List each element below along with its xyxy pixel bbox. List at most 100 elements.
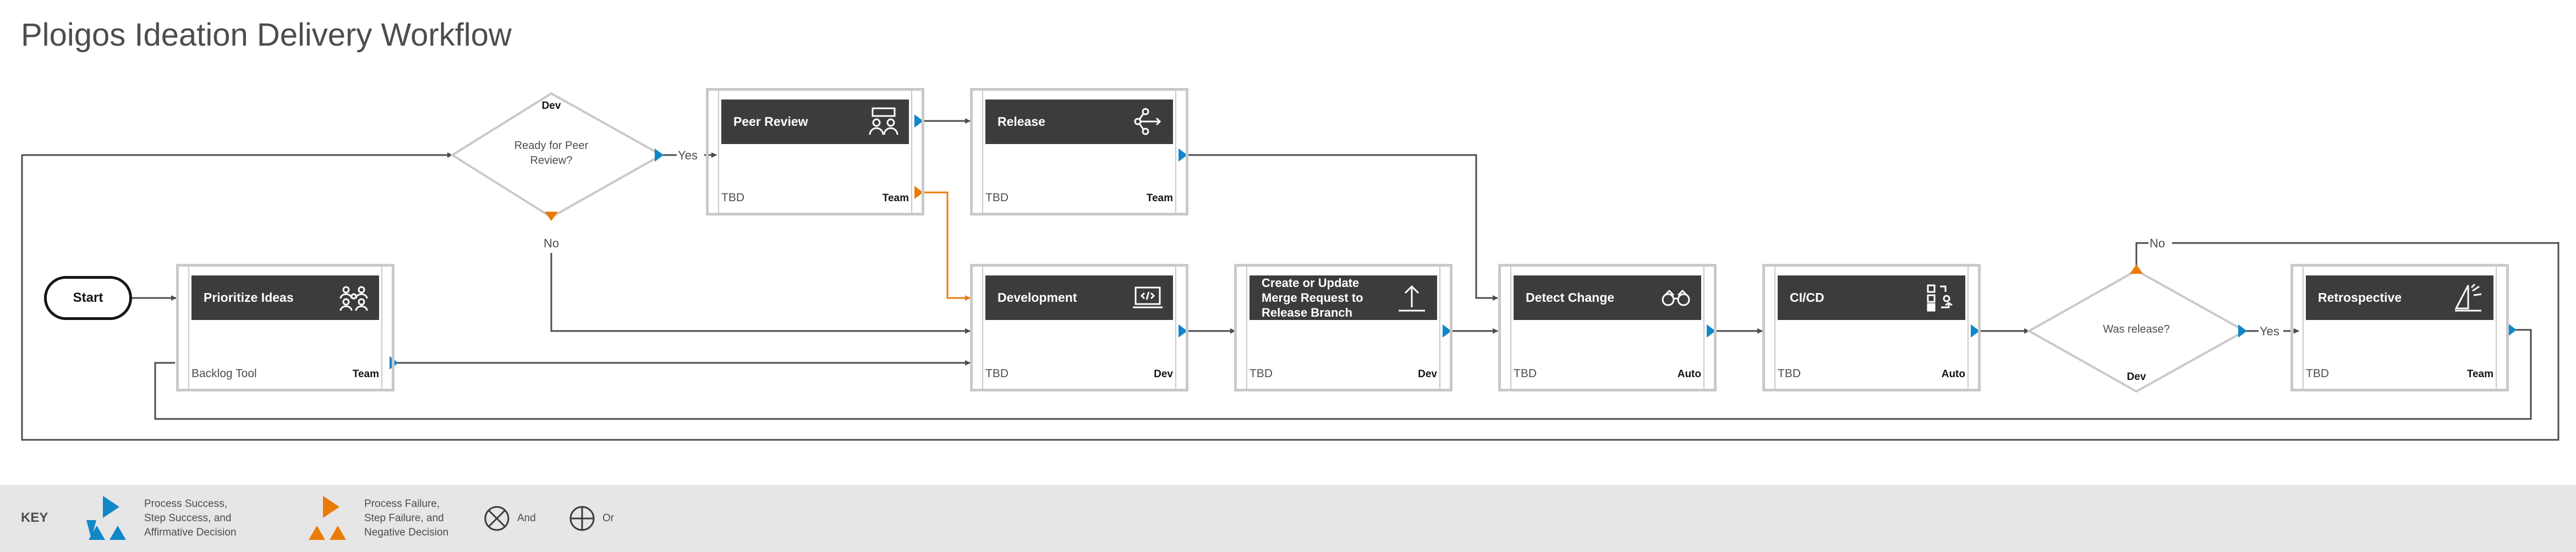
step-role: Team	[1146, 192, 1173, 204]
step-role: Auto	[1941, 368, 1965, 380]
or-key-icon	[569, 506, 595, 531]
people-group-icon	[339, 286, 368, 311]
step-inner-frame	[982, 88, 1176, 216]
step-role: Dev	[1154, 368, 1173, 380]
step-inner-frame	[1510, 264, 1704, 391]
success-marker	[1443, 324, 1451, 338]
step-header: Prioritize Ideas	[191, 275, 379, 320]
decision-no-ready: No	[544, 236, 560, 250]
failure-key-text: Process Failure, Step Failure, and Negat…	[364, 498, 449, 538]
decision-question-was-release: Was release?	[2103, 323, 2170, 335]
step-role: Dev	[1418, 368, 1437, 380]
step-inner-frame	[982, 264, 1176, 391]
success-marker	[1707, 324, 1715, 338]
step-inner-frame	[1246, 264, 1440, 391]
connector-ready-no	[550, 253, 971, 334]
step-role: Team	[882, 192, 909, 204]
step-tool: TBD	[985, 367, 1009, 380]
success-key-icon	[86, 496, 126, 540]
success-marker	[1179, 324, 1187, 338]
connector-release-detect	[1184, 154, 1498, 301]
and-key-text: And	[517, 512, 536, 524]
step-frame	[706, 88, 924, 216]
step-title: Development	[997, 290, 1077, 305]
step-title: Peer Review	[733, 114, 808, 129]
success-marker	[1179, 148, 1187, 162]
step-title: Retrospective	[2318, 290, 2402, 305]
step-header: CI/CD	[1778, 275, 1965, 320]
step-role: Auto	[1677, 368, 1701, 380]
sail-icon	[2454, 283, 2482, 312]
connector-outer-return	[21, 152, 2559, 441]
step-title: CI/CD	[1790, 290, 1824, 305]
step-retrospective: Retrospective TBD Team	[2290, 264, 2509, 391]
step-frame	[970, 88, 1188, 216]
step-header: Release	[985, 100, 1173, 144]
step-header: Retrospective	[2306, 275, 2493, 320]
step-frame	[1498, 264, 1717, 391]
decision-no-was-release: No	[2150, 236, 2166, 250]
step-frame	[1762, 264, 1981, 391]
decision-role-was-release: Dev	[2126, 371, 2146, 383]
step-header: Create or Update Merge Request to Releas…	[1249, 275, 1437, 320]
decision-yes-was-release: Yes	[2260, 324, 2279, 338]
success-marker	[914, 114, 923, 128]
success-marker	[2508, 323, 2517, 336]
and-key-icon	[484, 506, 509, 531]
start-node: Start	[44, 276, 132, 320]
decision-yes-ready: Yes	[678, 148, 698, 162]
branch-flow-icon	[1134, 108, 1161, 135]
connector-retro-loop	[154, 329, 2532, 420]
key-panel: KEY Process Success, Step Success, and A…	[0, 485, 2576, 552]
step-tool: TBD	[721, 191, 744, 204]
step-frame	[176, 264, 394, 391]
page-title: Ploigos Ideation Delivery Workflow	[21, 17, 512, 53]
step-development: Development TBD Dev	[970, 264, 1188, 391]
step-title: Prioritize Ideas	[204, 290, 294, 305]
decision-question-ready: Ready for Peer Review?	[514, 140, 589, 167]
step-tool: TBD	[1778, 367, 1801, 380]
step-tool: TBD	[985, 191, 1009, 204]
step-cicd: CI/CD TBD Auto	[1762, 264, 1981, 391]
or-key-text: Or	[602, 512, 615, 524]
success-marker	[655, 148, 664, 162]
step-inner-frame	[188, 264, 382, 391]
step-title: Detect Change	[1526, 290, 1615, 305]
failure-marker	[545, 212, 558, 221]
step-frame	[1234, 264, 1453, 391]
step-inner-frame	[1774, 264, 1969, 391]
upload-arrow-icon	[1399, 285, 1425, 312]
step-header: Peer Review	[721, 100, 909, 144]
pipeline-icon	[1927, 284, 1953, 312]
success-marker	[1971, 324, 1980, 338]
step-header: Detect Change	[1514, 275, 1701, 320]
success-key-text: Process Success, Step Success, and Affir…	[144, 498, 237, 538]
decision-role-ready: Dev	[541, 100, 561, 112]
step-tool: Backlog Tool	[191, 367, 257, 380]
key-title: KEY	[21, 510, 48, 525]
step-peer-review: Peer Review TBD Team	[706, 88, 924, 216]
failure-marker	[2130, 264, 2143, 274]
step-header: Development	[985, 275, 1173, 320]
reviewers-icon	[869, 107, 898, 135]
step-frame	[970, 264, 1188, 391]
failure-marker	[914, 186, 923, 199]
connector-layer	[21, 92, 2559, 441]
step-title: Create or Update Merge Request to Releas…	[1262, 276, 1363, 319]
step-tool: TBD	[1249, 367, 1273, 380]
connector-peer-fail-development	[920, 191, 971, 301]
connector-wasrelease-no	[2135, 242, 2558, 268]
laptop-code-icon	[1133, 286, 1163, 308]
step-title: Release	[997, 114, 1045, 129]
decision-diamond-was-release	[2026, 269, 2248, 393]
step-merge-request: Create or Update Merge Request to Releas…	[1234, 264, 1453, 391]
step-inner-frame	[2303, 264, 2497, 391]
binoculars-icon	[1662, 289, 1690, 306]
step-tool: TBD	[2306, 367, 2329, 380]
step-detect-change: Detect Change TBD Auto	[1498, 264, 1717, 391]
step-inner-frame	[718, 88, 912, 216]
step-tool: TBD	[1514, 367, 1537, 380]
step-role: Team	[2467, 368, 2493, 380]
failure-key-icon	[309, 496, 346, 540]
